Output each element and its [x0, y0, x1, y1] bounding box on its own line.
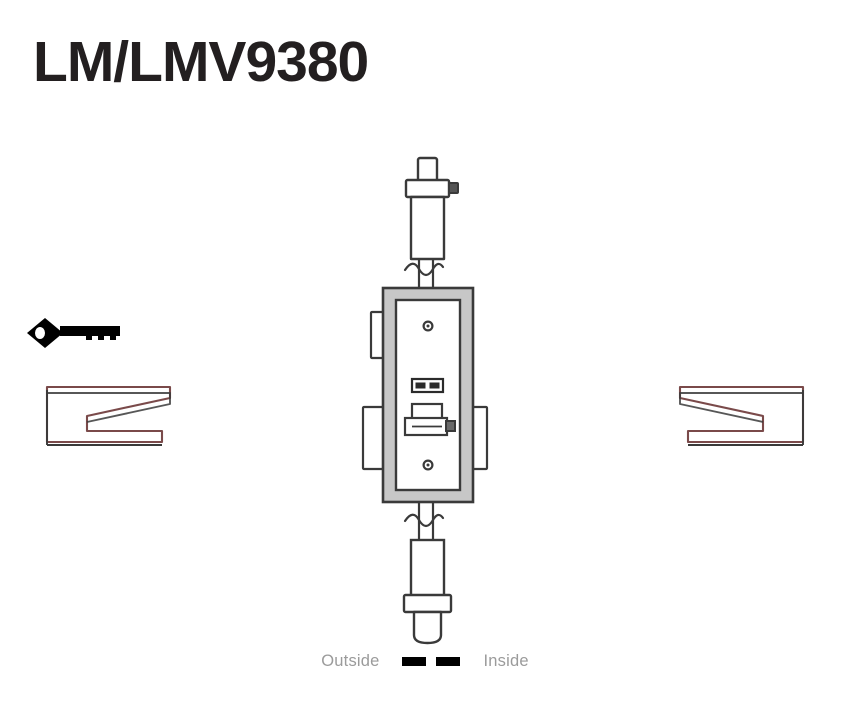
top-bolt-collar [404, 178, 451, 199]
top-bolt-assembly [403, 156, 459, 295]
top-bolt-cap [416, 156, 439, 184]
page-title: LM/LMV9380 [33, 30, 369, 94]
caption-outside-label: Outside [321, 651, 380, 670]
caption-inside-label: Inside [483, 651, 529, 670]
top-bolt-body [409, 195, 446, 261]
door-symbol [401, 656, 460, 666]
key-bow-hole [35, 327, 45, 339]
indicator-cell-right [429, 382, 440, 389]
lever-outside-shadow [47, 392, 171, 423]
top-break-symbol [403, 262, 445, 277]
door-dash-left [401, 656, 426, 666]
screw-top-core [426, 324, 430, 328]
lever-inside-shadow [679, 392, 803, 423]
lock-case [381, 286, 475, 504]
bottom-break-symbol [403, 513, 445, 528]
bottom-bolt-rod [412, 610, 443, 645]
lock-inner-panel [394, 298, 462, 492]
top-bolt-nub [448, 182, 459, 194]
screw-bottom-core [426, 463, 430, 467]
lever-inside [678, 385, 805, 446]
bottom-bolt-collar [402, 593, 453, 614]
lock-diagram [0, 140, 850, 680]
bottom-bolt-assembly [402, 502, 453, 645]
lever-outside-outline [45, 385, 172, 444]
indicator-cell-left [415, 382, 426, 389]
door-orientation-caption: Outside Inside [0, 645, 850, 677]
door-dash-right [435, 656, 460, 666]
latch-mechanism [403, 402, 456, 437]
key [27, 318, 120, 348]
lever-outside [45, 385, 172, 446]
lever-inside-outline [678, 385, 805, 444]
indicator-window [410, 377, 445, 394]
lock-diagram-svg [27, 156, 805, 645]
key-blade [60, 326, 120, 340]
indicator-window-frame [410, 377, 445, 394]
bottom-bolt-body [409, 538, 446, 599]
latch-stud [445, 420, 456, 432]
